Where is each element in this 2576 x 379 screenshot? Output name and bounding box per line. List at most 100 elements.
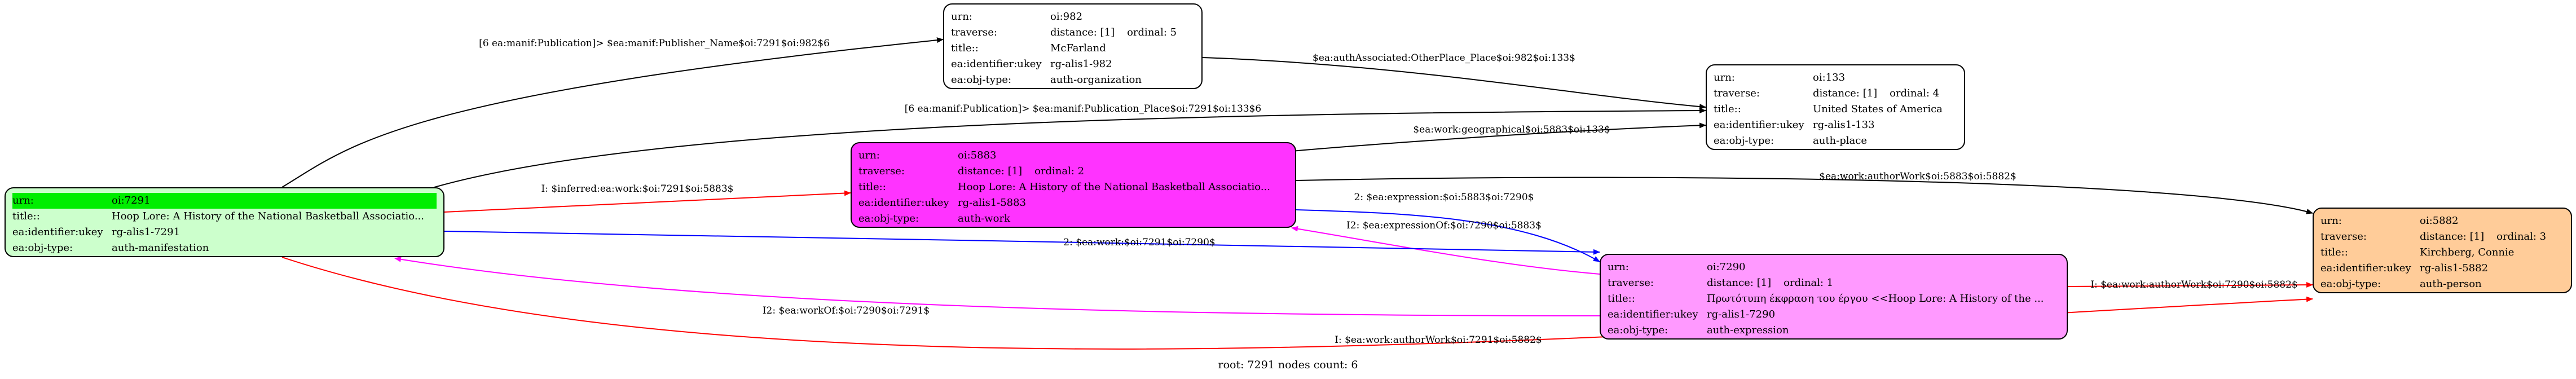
property-value-text: Hoop Lore: A History of the National Bas… — [112, 210, 424, 222]
property-key: urn: — [12, 193, 112, 209]
property-value: auth-manifestation — [112, 240, 437, 256]
property-key: title:: — [951, 42, 979, 54]
property-value-text: distance: [1] — [2420, 231, 2485, 243]
edge-label: 2: $ea:work:$oi:7291$oi:7290$ — [1063, 237, 1215, 248]
node-row: ea:identifier:ukey rg-alis1-133 — [1714, 117, 1957, 133]
property-value: distance: [1]ordinal: 1 — [1707, 275, 2060, 291]
property-key: traverse: — [858, 165, 905, 177]
property-key: ea:obj-type: — [858, 213, 919, 224]
property-value-text: rg-alis1-7290 — [1707, 309, 1776, 320]
property-value-text: rg-alis1-133 — [1813, 119, 1875, 131]
property-value-text: Hoop Lore: A History of the National Bas… — [958, 181, 1270, 193]
node-row: ea:obj-type: auth-place — [1714, 133, 1957, 149]
node-row: urn: oi:133 — [1714, 70, 1957, 86]
edge-label: I: $ea:work:authorWork$oi:7290$oi:5882$ — [2090, 279, 2298, 290]
property-key: ea:identifier:ukey — [1608, 309, 1698, 320]
node-row: ea:obj-type: auth-work — [858, 211, 1288, 227]
property-value-text: oi:982 — [1050, 11, 1083, 23]
property-value-text: distance: [1] — [1050, 27, 1115, 38]
property-value: auth-place — [1813, 133, 1957, 149]
node-row: title::Kirchberg, Connie — [2320, 245, 2564, 261]
node-row: title::Hoop Lore: A History of the Natio… — [12, 209, 437, 224]
node-n5883[interactable]: urn: oi:5883 traverse: distance: [1] ordinal… — [851, 142, 1296, 228]
node-row: traverse:distance: [1]ordinal: 1 — [1608, 275, 2060, 291]
edge-n7291-to-n5883 — [444, 190, 851, 213]
property-value-text: distance: [1] — [1813, 87, 1878, 99]
node-properties: urn: oi:5883 traverse: distance: [1] ordinal… — [858, 148, 1288, 227]
property-key: title:: — [2320, 246, 2348, 258]
property-value: distance: [1] ordinal: 2 — [958, 164, 1288, 179]
node-row: ea:obj-type:auth-manifestation — [12, 240, 437, 256]
ordinal-text: ordinal: 3 — [2496, 231, 2547, 243]
node-row: title::McFarland — [951, 41, 1195, 56]
property-value-text: oi:5883 — [958, 149, 997, 161]
property-value-text: Πρωτότυπη έκφραση του έργου <<Hoop Lore:… — [1707, 293, 2044, 305]
node-row: title::Πρωτότυπη έκφραση του έργου <<Hoo… — [1608, 291, 2060, 307]
edge-label: $ea:work:authorWork$oi:5883$oi:5882$ — [1819, 171, 2016, 182]
property-key: ea:obj-type: — [1608, 324, 1668, 336]
edge-n7291-to-n133 — [434, 108, 1706, 188]
graph-footer: root: 7291 nodes count: 6 — [1218, 359, 1358, 371]
edge-label: I: $ea:work:authorWork$oi:7291$oi:5882$ — [1335, 334, 1542, 346]
property-key: traverse: — [1714, 87, 1760, 99]
node-n7290[interactable]: urn: oi:7290 traverse:distance: [1]ordinal… — [1600, 254, 2068, 340]
property-value: auth-work — [958, 211, 1288, 227]
node-row: urn:oi:7291 — [12, 193, 437, 209]
property-value: rg-alis1-982 — [1050, 56, 1195, 72]
ordinal-text: ordinal: 5 — [1127, 27, 1177, 38]
property-key: ea:identifier:ukey — [12, 226, 103, 238]
property-value-text: Kirchberg, Connie — [2420, 246, 2515, 258]
property-value: rg-alis1-133 — [1813, 117, 1957, 133]
property-value-text: auth-organization — [1050, 74, 1142, 86]
edge-n982-to-n133 — [1202, 57, 1706, 110]
property-key: urn: — [1608, 261, 1629, 273]
property-key: ea:identifier:ukey — [858, 197, 949, 209]
edge-label: [6 ea:manif:Publication]> $ea:manif:Publ… — [905, 103, 1262, 114]
property-value-text: distance: [1] — [958, 165, 1023, 177]
property-key: ea:obj-type: — [1714, 135, 1774, 147]
property-key: urn: — [1714, 72, 1735, 83]
property-key: ea:identifier:ukey — [2320, 262, 2411, 274]
property-value-text: United States of America — [1813, 103, 1943, 115]
edge-n5883-to-n7290 — [1296, 209, 1600, 262]
edge-label: [6 ea:manif:Publication]> $ea:manif:Publ… — [479, 38, 830, 49]
edge-label: I2: $ea:workOf:$oi:7290$oi:7291$ — [763, 305, 930, 316]
property-key: ea:identifier:ukey — [951, 58, 1042, 70]
property-value: distance: [1] ordinal: 5 — [1050, 25, 1195, 41]
property-value: oi:5882 — [2420, 213, 2564, 229]
node-row: urn: oi:5883 — [858, 148, 1288, 164]
property-value-text: oi:5882 — [2420, 215, 2459, 227]
property-value: auth-person — [2420, 276, 2564, 292]
property-value-text: auth-person — [2420, 278, 2482, 290]
property-value-text: oi:7291 — [112, 195, 151, 206]
edge-label: $ea:authAssociated:OtherPlace_Place$oi:9… — [1313, 52, 1575, 64]
edge-label: I: $inferred:ea:work:$oi:7291$oi:5883$ — [541, 183, 734, 195]
property-value-text: oi:7290 — [1707, 261, 1746, 273]
property-value: Πρωτότυπη έκφραση του έργου <<Hoop Lore:… — [1707, 291, 2060, 307]
property-key: ea:identifier:ukey — [1714, 119, 1804, 131]
property-value: oi:133 — [1813, 70, 1957, 86]
property-key: title:: — [1714, 103, 1741, 115]
edge-n7291-to-n7290 — [444, 231, 1600, 255]
property-value: auth-organization — [1050, 72, 1195, 88]
node-row: traverse:distance: [1]ordinal: 4 — [1714, 86, 1957, 102]
property-value-text: auth-manifestation — [112, 242, 209, 254]
property-value: rg-alis1-7290 — [1707, 307, 2060, 323]
node-row: traverse:distance: [1]ordinal: 3 — [2320, 229, 2564, 245]
property-value: oi:7290 — [1707, 259, 2060, 275]
property-value: Hoop Lore: A History of the National Bas… — [112, 209, 437, 224]
property-key: urn: — [858, 149, 880, 161]
node-row: urn:oi:982 — [951, 9, 1195, 25]
ordinal-text: ordinal: 2 — [1034, 165, 1085, 177]
ordinal-text: ordinal: 1 — [1784, 277, 1834, 289]
